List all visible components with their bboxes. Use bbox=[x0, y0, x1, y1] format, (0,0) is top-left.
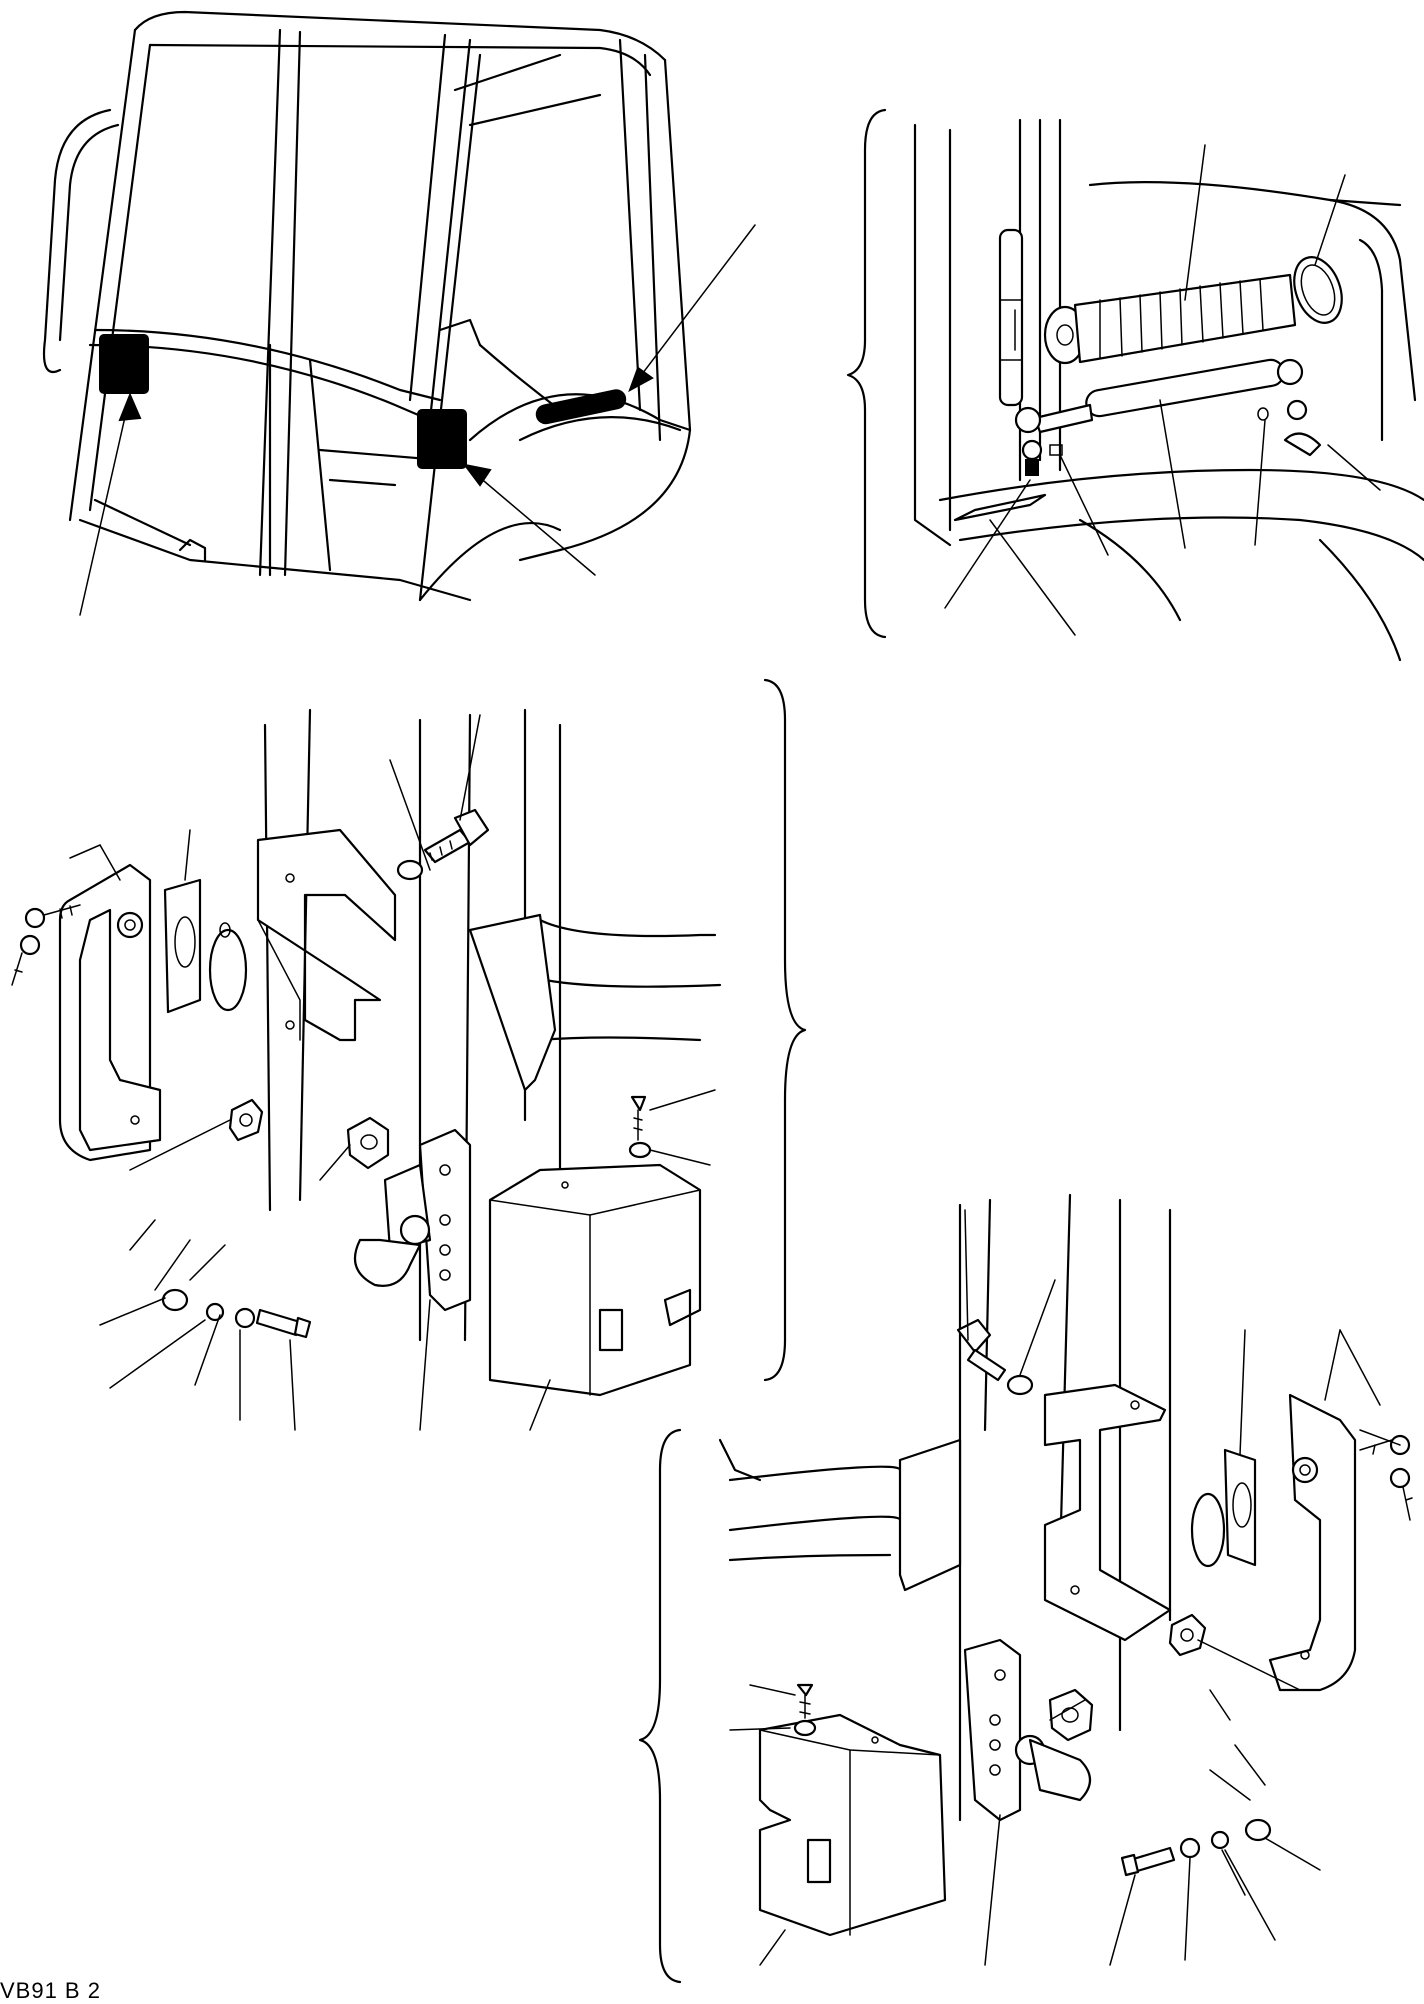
striker-mount bbox=[468, 913, 557, 1092]
latch-cover bbox=[758, 1713, 947, 1937]
mounting-bracket bbox=[1043, 1383, 1172, 1642]
drawing-code: VB91 B 2 bbox=[0, 1978, 101, 2003]
key bbox=[1359, 1434, 1413, 1521]
washer bbox=[793, 1719, 817, 1737]
cab-overview bbox=[42, 10, 756, 616]
spring-washer bbox=[396, 859, 424, 881]
nut bbox=[1168, 1613, 1207, 1657]
right-latch-marker bbox=[417, 409, 467, 469]
mounting-bracket bbox=[256, 828, 397, 1042]
clip-ring bbox=[1293, 256, 1343, 324]
nut bbox=[346, 1116, 390, 1170]
nut bbox=[1048, 1688, 1094, 1742]
o-ring bbox=[208, 928, 248, 1012]
bellows-boot bbox=[1043, 273, 1297, 365]
o-ring bbox=[1190, 1492, 1226, 1568]
washer bbox=[1244, 1818, 1272, 1842]
door-handle bbox=[1268, 1393, 1357, 1692]
latch-mechanism bbox=[353, 1128, 472, 1312]
gasket-plate bbox=[163, 878, 202, 1014]
gas-strut bbox=[1014, 358, 1304, 434]
bolt bbox=[956, 1318, 992, 1354]
lock-washer bbox=[1179, 1837, 1201, 1859]
washer bbox=[628, 1141, 652, 1159]
screw bbox=[630, 1095, 647, 1112]
key bbox=[11, 904, 81, 986]
latch-mechanism bbox=[963, 1638, 1092, 1822]
right-door-latch-exploded bbox=[638, 1193, 1413, 1984]
washer bbox=[1210, 1830, 1230, 1850]
striker-mount bbox=[898, 1438, 962, 1592]
latch-cover bbox=[488, 1163, 702, 1397]
spring-washer bbox=[1006, 1374, 1034, 1396]
ball-stud bbox=[1021, 439, 1043, 461]
washer bbox=[205, 1302, 225, 1322]
left-latch-marker bbox=[99, 334, 149, 394]
nut bbox=[228, 1098, 264, 1142]
door-gas-strut-detail bbox=[846, 108, 1424, 662]
washer bbox=[161, 1288, 189, 1312]
gas-strut-marker bbox=[535, 389, 627, 425]
ball-stud bbox=[1286, 399, 1308, 421]
door-handle bbox=[58, 863, 162, 1162]
gasket-plate bbox=[1223, 1448, 1257, 1567]
bolt bbox=[255, 1308, 302, 1337]
screw bbox=[796, 1683, 814, 1697]
lock-washer bbox=[234, 1307, 256, 1329]
left-door-latch-exploded bbox=[11, 678, 807, 1431]
